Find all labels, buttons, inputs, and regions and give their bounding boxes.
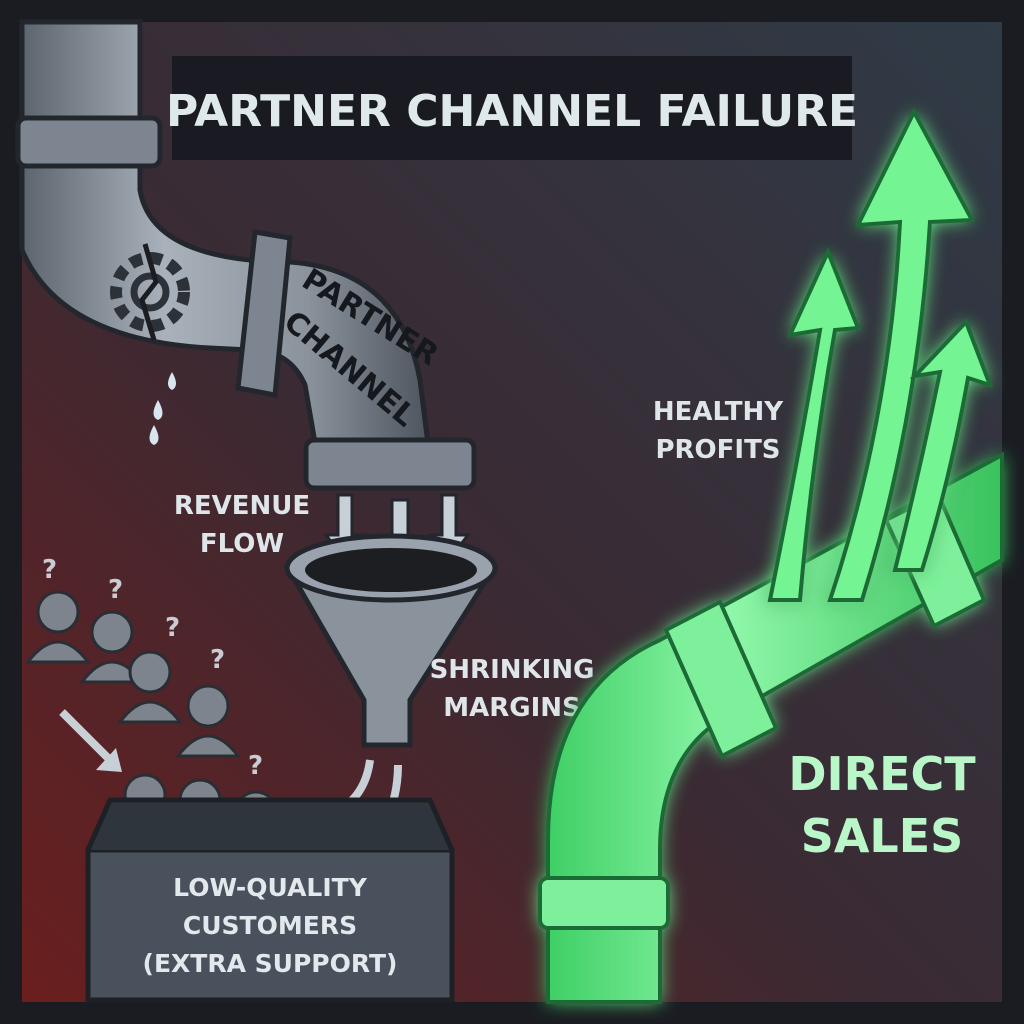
customers-box-line-2: CUSTOMERS bbox=[183, 911, 357, 940]
question-mark: ? bbox=[165, 613, 180, 643]
revenue-flow-line-1: REVENUE bbox=[174, 491, 310, 521]
angry-face-icon bbox=[174, 684, 242, 758]
customers-box-line-1: LOW-QUALITY bbox=[173, 873, 368, 902]
green-pipe-collar-elbow bbox=[663, 599, 779, 759]
green-pipe-collar-bottom bbox=[538, 876, 670, 930]
funnel-icon bbox=[283, 533, 499, 748]
sad-face-icon bbox=[116, 650, 184, 724]
question-mark: ? bbox=[210, 645, 225, 675]
crowd-arrowhead bbox=[96, 748, 122, 772]
question-mark: ? bbox=[42, 555, 57, 585]
question-mark: ? bbox=[108, 575, 123, 605]
direct-sales-line-2: SALES bbox=[801, 809, 964, 863]
pipe-collar-elbow bbox=[235, 229, 293, 398]
angry-face-icon bbox=[78, 610, 146, 684]
angry-face-icon bbox=[24, 590, 92, 664]
shrinking-margins-line-2: MARGINS bbox=[443, 693, 581, 723]
customers-box bbox=[85, 797, 455, 1003]
water-drop-icon bbox=[149, 372, 176, 445]
direct-sales-line-1: DIRECT bbox=[788, 747, 976, 801]
up-arrow-icon bbox=[892, 318, 994, 572]
up-arrow-icon bbox=[767, 246, 861, 602]
healthy-profits-line-1: HEALTHY bbox=[653, 397, 784, 427]
shrinking-margins-line-1: SHRINKING bbox=[430, 655, 595, 685]
crowd-arrow bbox=[59, 709, 113, 763]
broken-gear-icon bbox=[110, 243, 190, 341]
pipe-outlet-collar bbox=[303, 437, 477, 491]
direct-pipe-body bbox=[546, 451, 1004, 1004]
profit-arrows bbox=[767, 107, 994, 602]
up-arrow-icon bbox=[827, 107, 976, 602]
pipe-collar-top bbox=[15, 115, 163, 169]
page-title: PARTNER CHANNEL FAILURE bbox=[166, 86, 858, 137]
customers-box-line-3: (EXTRA SUPPORT) bbox=[143, 949, 398, 978]
healthy-profits-line-2: PROFITS bbox=[655, 435, 780, 465]
question-mark: ? bbox=[248, 751, 263, 781]
revenue-flow-line-2: FLOW bbox=[200, 529, 284, 559]
title-box bbox=[172, 56, 852, 160]
